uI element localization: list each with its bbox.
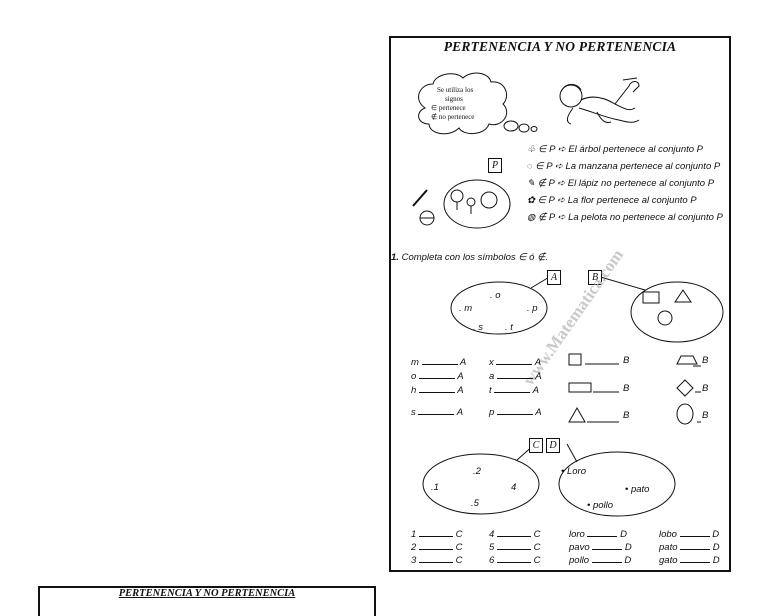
answer-row: 3 C bbox=[411, 555, 463, 566]
set-b-answer: B bbox=[702, 355, 709, 366]
worksheet-page: PERTENENCIA Y NO PERTENENCIA Se utiliza … bbox=[389, 36, 731, 572]
answer-row: pollo D bbox=[569, 555, 632, 566]
answer-row: m A bbox=[411, 357, 467, 368]
relation-symbol: ∉ bbox=[537, 212, 547, 223]
set-p-diagram bbox=[412, 179, 511, 229]
set-b-answer: B bbox=[623, 410, 630, 421]
set-a-element: . o bbox=[490, 290, 501, 301]
relation-set: P bbox=[548, 178, 555, 189]
set-a-element: . t bbox=[505, 322, 513, 333]
set-b-answer: B bbox=[702, 410, 709, 421]
relation-set: P bbox=[548, 212, 555, 223]
cloud-line-1: Se utiliza los bbox=[437, 86, 474, 94]
second-page-preview: PERTENENCIA Y NO PERTENENCIA bbox=[38, 586, 376, 616]
set-a-element: . p bbox=[527, 303, 538, 314]
set-c-element: .1 bbox=[431, 482, 439, 493]
relation-text: La manzana pertenece al conjunto P bbox=[565, 161, 721, 172]
arrow-icon: ➪ bbox=[557, 212, 566, 223]
tree-icon: ♧ bbox=[527, 144, 536, 155]
page-title: PERTENENCIA Y NO PERTENENCIA bbox=[443, 39, 677, 54]
answer-row: pato D bbox=[659, 542, 720, 553]
cloud-line-2: signos bbox=[445, 95, 463, 103]
relation-symbol: ∉ bbox=[537, 178, 546, 189]
set-c-label: C bbox=[529, 438, 543, 453]
answer-row: 2 C bbox=[411, 542, 463, 553]
answer-row: a A bbox=[489, 371, 542, 382]
set-a-element: . s bbox=[473, 322, 484, 333]
set-d-label: D bbox=[546, 438, 560, 453]
answer-row: x A bbox=[489, 357, 542, 368]
set-p-label: P bbox=[488, 158, 502, 173]
relation-row: ◌ ∈ P ➪ La manzana pertenece al conjunto… bbox=[527, 161, 720, 172]
arrow-icon: ➪ bbox=[557, 144, 566, 155]
set-d-element: • Loro bbox=[561, 466, 586, 477]
flower-icon: ✿ bbox=[527, 195, 535, 206]
answer-row: 1 C bbox=[411, 529, 463, 540]
answer-row: o A bbox=[411, 371, 464, 382]
answer-row: 4 C bbox=[489, 529, 541, 540]
grid-set-b-shapes bbox=[568, 353, 701, 425]
relation-row: ✎ ∉ P ➪ El lápiz no pertenece al conjunt… bbox=[527, 178, 714, 189]
exercise-number: 1. bbox=[391, 252, 399, 263]
relation-row: ◍ ∉ P ➪ La pelota no pertenece al conjun… bbox=[527, 212, 723, 223]
relation-set: P bbox=[546, 161, 553, 172]
answer-row: lobo D bbox=[659, 529, 720, 540]
thought-cloud bbox=[418, 72, 538, 135]
relation-row: ♧ ∈ P ➪ El árbol pertenece al conjunto P bbox=[527, 144, 703, 155]
answer-row: p A bbox=[489, 407, 542, 418]
cloud-line-3: ∈ pertenece bbox=[431, 104, 466, 112]
set-c-element: .5 bbox=[471, 498, 479, 509]
relation-symbol: ∈ bbox=[538, 144, 547, 155]
relation-text: La pelota no pertenece al conjunto P bbox=[568, 212, 723, 223]
relation-text: La flor pertenece al conjunto P bbox=[567, 195, 697, 206]
set-b-answer: B bbox=[623, 355, 630, 366]
relation-text: El árbol pertenece al conjunto P bbox=[568, 144, 703, 155]
set-c-element: .2 bbox=[473, 466, 481, 477]
set-b-label: B bbox=[588, 270, 602, 285]
answer-row: h A bbox=[411, 385, 464, 396]
set-b-answer: B bbox=[623, 383, 630, 394]
sets-cd-diagram bbox=[422, 443, 676, 517]
answer-row: 6 C bbox=[489, 555, 541, 566]
arrow-icon: ➪ bbox=[557, 178, 566, 189]
set-c-element: 4 bbox=[511, 482, 517, 493]
exercise-text: Completa con los símbolos ∈ ó ∉. bbox=[401, 252, 549, 263]
relation-row: ✿ ∈ P ➪ La flor pertenece al conjunto P bbox=[527, 195, 697, 206]
set-a-element: . m bbox=[459, 303, 473, 314]
sets-ab-diagram bbox=[450, 275, 724, 343]
relation-symbol: ∈ bbox=[537, 195, 546, 206]
answer-row: loro D bbox=[569, 529, 627, 540]
set-b-answer: B bbox=[702, 383, 709, 394]
relation-set: P bbox=[549, 144, 556, 155]
set-a-label: A bbox=[547, 270, 561, 285]
answer-row: pavo D bbox=[569, 542, 632, 553]
answer-row: s A bbox=[411, 407, 464, 418]
ball-icon: ◍ bbox=[527, 212, 536, 223]
pencil-icon: ✎ bbox=[527, 178, 535, 189]
apple-icon: ◌ bbox=[527, 161, 533, 172]
relation-text: El lápiz no pertenece al conjunto P bbox=[567, 178, 715, 189]
exercise-instruction: 1. Completa con los símbolos ∈ ó ∉. bbox=[391, 252, 548, 263]
cloud-line-4: ∉ no pertenece bbox=[431, 113, 475, 121]
answer-row: t A bbox=[489, 385, 539, 396]
relation-set: P bbox=[548, 195, 555, 206]
child-lying-icon bbox=[559, 77, 640, 125]
arrow-icon: ➪ bbox=[554, 161, 563, 172]
arrow-icon: ➪ bbox=[557, 195, 566, 206]
answer-row: 5 C bbox=[489, 542, 541, 553]
relation-symbol: ∈ bbox=[535, 161, 544, 172]
answer-row: gato D bbox=[659, 555, 720, 566]
cloud-text: Se utiliza los signos ∈ pertenece ∉ no p… bbox=[431, 86, 474, 122]
set-d-element: • pato bbox=[625, 484, 650, 495]
set-d-element: • pollo bbox=[587, 500, 614, 511]
